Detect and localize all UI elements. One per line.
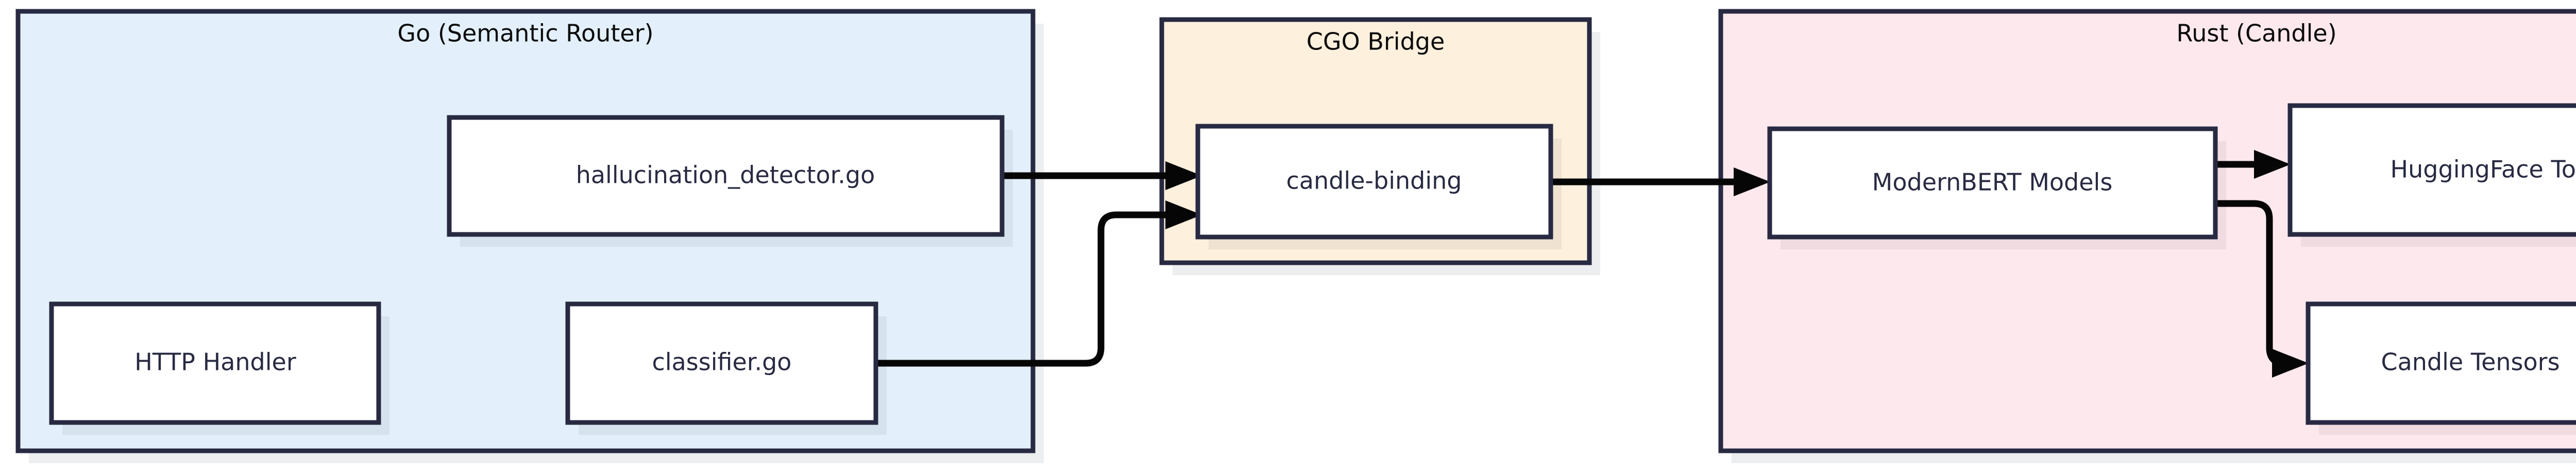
node-huggingface-tokenizers[interactable]: HuggingFace Tokenizers (2287, 103, 2576, 247)
arrowhead-icon (1734, 167, 1770, 196)
node-modernbert-models-label: ModernBERT Models (1872, 168, 2113, 196)
edge-candle-binding-to-modernbert (1551, 167, 1770, 196)
node-candle-tensors-label: Candle Tensors (2381, 348, 2560, 376)
cluster-rust-title: Rust (Candle) (2176, 20, 2336, 47)
arrowhead-icon (1165, 161, 1202, 190)
cluster-cgo-bridge-title: CGO Bridge (1307, 28, 1445, 56)
edge-modernbert-to-tensors (2215, 200, 2309, 378)
node-candle-binding[interactable]: candle-binding (1195, 124, 1562, 249)
node-classifier[interactable]: classifier.go (565, 301, 887, 435)
node-candle-binding-label: candle-binding (1286, 167, 1462, 195)
node-modernbert-models-rect[interactable] (1767, 126, 2218, 240)
edge-hallucination-to-candle-binding (1002, 161, 1202, 190)
arrowhead-icon (1165, 200, 1202, 229)
node-huggingface-tokenizers-rect[interactable] (2287, 103, 2576, 237)
node-classifier-rect[interactable] (565, 301, 878, 425)
node-http-handler[interactable]: HTTP Handler (49, 301, 389, 435)
arrowhead-icon (2272, 349, 2309, 378)
arrowhead-icon (2254, 150, 2291, 179)
edge-classifier-to-candle-binding (876, 200, 1202, 367)
node-hallucination-detector-rect[interactable] (447, 115, 1005, 237)
node-hallucination-detector[interactable]: hallucination_detector.go (447, 115, 1013, 247)
node-modernbert-models[interactable]: ModernBERT Models (1767, 126, 2226, 249)
node-http-handler-label: HTTP Handler (134, 348, 296, 376)
node-http-handler-rect[interactable] (49, 301, 381, 425)
node-hallucination-detector-label: hallucination_detector.go (576, 161, 875, 189)
node-huggingface-tokenizers-label: HuggingFace Tokenizers (2391, 156, 2576, 183)
cluster-go-title: Go (Semantic Router) (397, 20, 653, 47)
node-classifier-label: classifier.go (652, 348, 792, 376)
node-candle-tensors-rect[interactable] (2306, 301, 2576, 425)
node-candle-binding-rect[interactable] (1195, 124, 1553, 240)
edge-modernbert-to-tokenizers (2215, 150, 2291, 179)
node-candle-tensors[interactable]: Candle Tensors (2306, 301, 2576, 435)
